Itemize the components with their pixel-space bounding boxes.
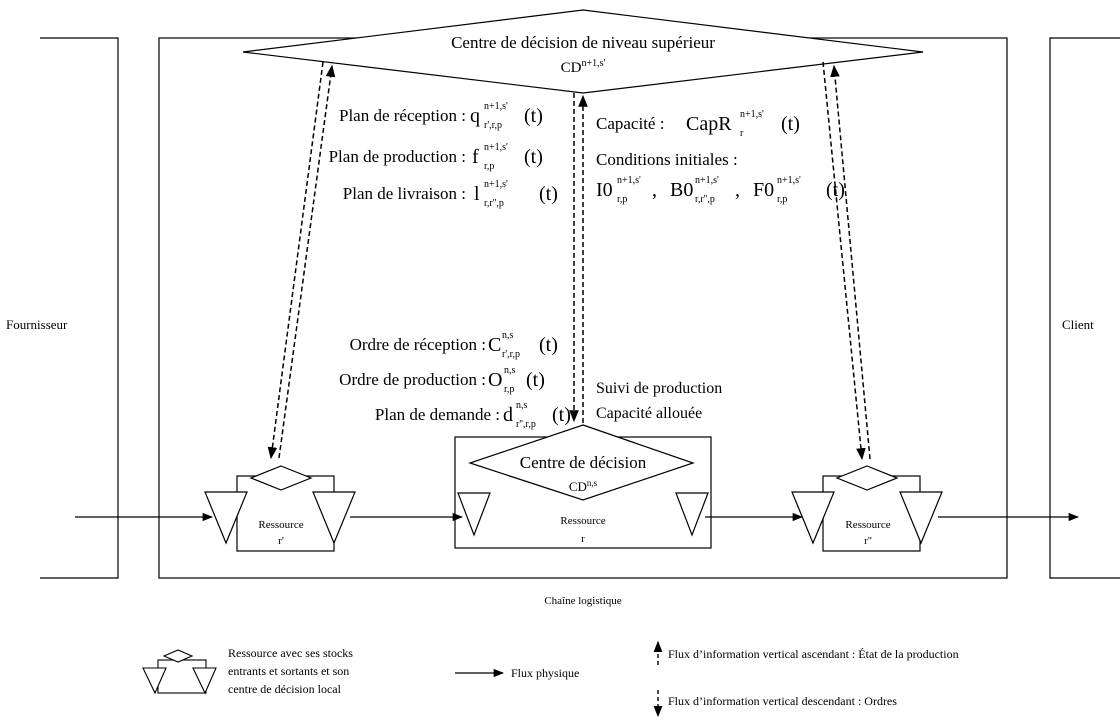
svg-text:Plan de livraison :: Plan de livraison : xyxy=(343,184,466,203)
resource-r-output-stock xyxy=(675,492,709,537)
svg-text:q: q xyxy=(470,105,480,127)
resource-r-label: Ressource xyxy=(560,515,605,527)
svg-text:O: O xyxy=(488,369,502,391)
svg-text:I0: I0 xyxy=(596,179,613,201)
svg-text:(t): (t) xyxy=(526,369,545,391)
svg-text:(t): (t) xyxy=(539,334,558,356)
svg-text:r',r,p: r',r,p xyxy=(484,120,502,131)
svg-text:(t): (t) xyxy=(781,113,800,135)
svg-text:Conditions initiales :: Conditions initiales : xyxy=(596,150,738,169)
resource-rprime-sub: r' xyxy=(278,535,284,547)
resource-rsecond-center xyxy=(835,465,899,491)
top-center-cd: CDn+1,s' xyxy=(561,58,606,76)
svg-text:r,p: r,p xyxy=(484,161,494,172)
resource-rprime-center xyxy=(249,465,313,491)
svg-text:,: , xyxy=(652,179,657,201)
svg-text:d: d xyxy=(503,404,513,426)
svg-text:Plan de production :: Plan de production : xyxy=(329,147,466,166)
svg-text:r,r'',p: r,r'',p xyxy=(484,198,504,209)
allocated-capacity: Capacité allouée xyxy=(596,405,702,422)
svg-text:(t): (t) xyxy=(552,404,571,426)
resource-rsecond-label: Ressource xyxy=(845,519,890,531)
svg-text:n+1,s': n+1,s' xyxy=(484,179,508,190)
svg-text:f: f xyxy=(472,146,479,168)
local-center-title: Centre de décision xyxy=(520,453,647,472)
svg-text:,: , xyxy=(735,179,740,201)
svg-text:r'',r,p: r'',r,p xyxy=(516,419,536,430)
svg-text:r',r,p: r',r,p xyxy=(502,349,520,360)
info-flow-down-rprime xyxy=(267,61,324,460)
svg-text:r,p: r,p xyxy=(504,384,514,395)
svg-text:Ordre de réception :: Ordre de réception : xyxy=(350,335,486,354)
svg-text:r,p: r,p xyxy=(617,194,627,205)
top-center-title: Centre de décision de niveau supérieur xyxy=(451,33,715,52)
supply-chain-label: Chaîne logistique xyxy=(544,595,621,607)
svg-text:(t): (t) xyxy=(524,146,543,168)
local-decision-center xyxy=(468,424,695,501)
legend-resource-text-2: entrants et sortants et son xyxy=(228,664,349,678)
svg-text:CapR: CapR xyxy=(686,113,732,135)
resource-r-input-stock xyxy=(457,492,491,537)
info-flow-down-rsecond xyxy=(822,61,866,461)
demand-plan: Plan de demande : d n,s r'',r,p (t) xyxy=(375,400,571,430)
svg-text:F0: F0 xyxy=(753,179,774,201)
svg-text:Plan de réception :: Plan de réception : xyxy=(339,106,466,125)
resource-rsecond-output-stock xyxy=(899,491,943,545)
svg-text:r: r xyxy=(740,128,744,139)
plan-reception: Plan de réception : q n+1,s' r',r,p (t) xyxy=(339,101,543,131)
legend-resource-text-1: Ressource avec ses stocks xyxy=(228,646,353,660)
supplier-bracket xyxy=(40,37,119,579)
svg-text:n+1,s': n+1,s' xyxy=(617,175,641,186)
svg-text:n,s: n,s xyxy=(516,400,528,411)
resource-rprime-input-stock xyxy=(204,491,248,545)
client-bracket xyxy=(1049,37,1120,579)
plan-livraison: Plan de livraison : l n+1,s' r,r'',p (t) xyxy=(343,179,558,209)
svg-text:n+1,s': n+1,s' xyxy=(484,142,508,153)
capacity-label: Capacité : CapR n+1,s' r (t) xyxy=(596,109,800,139)
svg-text:l: l xyxy=(474,183,480,205)
production-follow-up: Suivi de production xyxy=(596,380,722,397)
svg-text:C: C xyxy=(488,334,501,356)
legend-ascending-text: Flux d’information vertical ascendant : … xyxy=(668,647,959,661)
svg-text:n+1,s': n+1,s' xyxy=(777,175,801,186)
info-flow-up-rsecond xyxy=(830,64,871,460)
plan-production: Plan de production : f n+1,s' r,p (t) xyxy=(329,142,543,172)
svg-text:Plan de demande :: Plan de demande : xyxy=(375,405,500,424)
svg-text:r,r'',p: r,r'',p xyxy=(695,194,715,205)
client-label: Client xyxy=(1062,317,1094,332)
svg-text:n+1,s': n+1,s' xyxy=(695,175,719,186)
initial-conditions: Conditions initiales : I0 n+1,s' r,p , B… xyxy=(596,150,845,205)
svg-text:Capacité :: Capacité : xyxy=(596,114,664,133)
svg-text:n,s: n,s xyxy=(502,330,514,341)
order-reception: Ordre de réception : C n,s r',r,p (t) xyxy=(350,330,558,360)
svg-text:B0: B0 xyxy=(670,179,693,201)
legend-resource-symbol xyxy=(142,649,217,695)
local-center-cd: CDn,s xyxy=(569,478,598,494)
supplier-label: Fournisseur xyxy=(6,317,68,332)
resource-rprime-output-stock xyxy=(312,491,356,545)
legend-descending-text: Flux d’information vertical descendant :… xyxy=(668,694,897,708)
svg-text:(t): (t) xyxy=(539,183,558,205)
resource-r-sub: r xyxy=(581,533,585,545)
svg-text:(t): (t) xyxy=(826,179,845,201)
svg-text:n,s: n,s xyxy=(504,365,516,376)
resource-rprime-label: Ressource xyxy=(258,519,303,531)
legend-resource-text-3: centre de décision local xyxy=(228,682,342,696)
order-production: Ordre de production : O n,s r,p (t) xyxy=(339,365,545,395)
top-decision-center xyxy=(242,9,924,94)
info-flow-up-rprime xyxy=(278,64,336,459)
resource-rsecond-sub: r'' xyxy=(864,535,872,547)
svg-text:n+1,s': n+1,s' xyxy=(484,101,508,112)
legend-physical-flow-text: Flux physique xyxy=(511,666,579,680)
svg-text:n+1,s': n+1,s' xyxy=(740,109,764,120)
svg-text:(t): (t) xyxy=(524,105,543,127)
svg-text:r,p: r,p xyxy=(777,194,787,205)
svg-text:Ordre de production :: Ordre de production : xyxy=(339,370,486,389)
